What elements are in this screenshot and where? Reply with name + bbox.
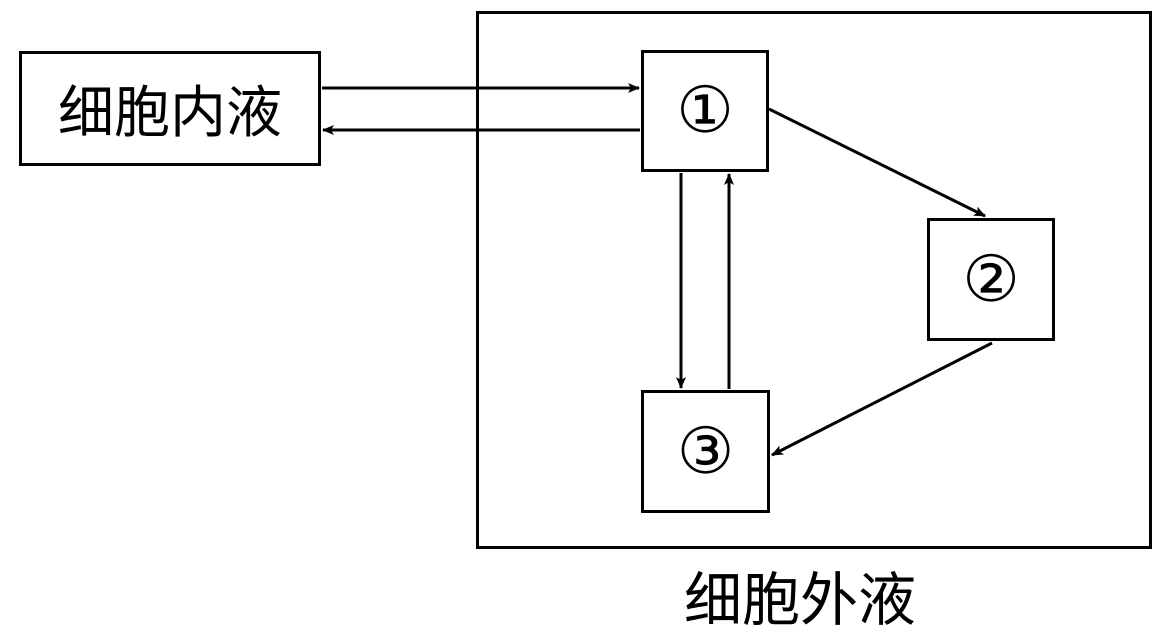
intracellular-fluid-label: 细胞内液 xyxy=(58,81,282,146)
arrow-node2-to-node3 xyxy=(771,341,993,457)
node-1-box: ① xyxy=(641,50,769,172)
node-2-label: ② xyxy=(962,242,1020,317)
intracellular-fluid-box: 细胞内液 xyxy=(19,51,321,166)
arrow-node1-to-node2 xyxy=(768,107,986,218)
node-1-label: ① xyxy=(676,74,734,148)
node-3-label: ③ xyxy=(676,414,735,489)
node-3-box: ③ xyxy=(641,390,770,513)
extracellular-fluid-label: 细胞外液 xyxy=(683,566,916,634)
node-2-box: ② xyxy=(927,218,1055,341)
